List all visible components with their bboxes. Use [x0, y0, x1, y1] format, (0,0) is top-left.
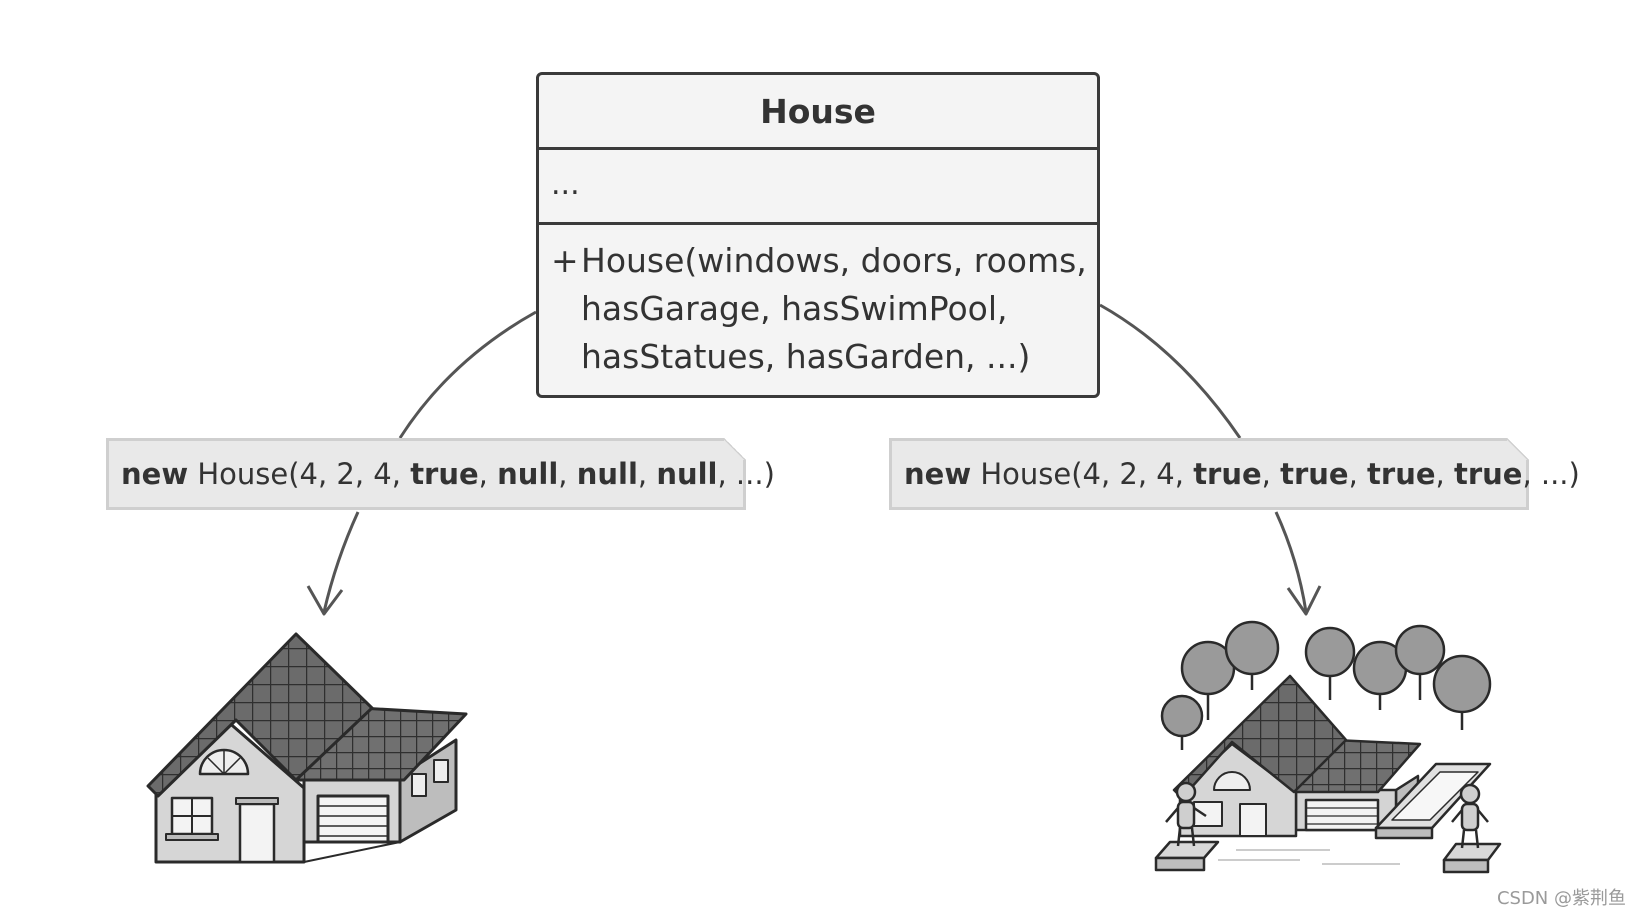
code-token: ,: [478, 457, 498, 491]
method-visibility: +: [551, 241, 579, 280]
keyword-token: true: [1280, 457, 1349, 491]
keyword-token: new: [904, 457, 972, 491]
watermark: CSDN @紫荆鱼: [1496, 888, 1626, 909]
note-fold-corner: [1507, 438, 1529, 460]
connector-right-upper: [1099, 303, 1242, 439]
signature-line: hasGarage, hasSwimPool,: [581, 289, 1008, 328]
connector-left-upper: [398, 310, 537, 439]
code-token: ,: [1261, 457, 1281, 491]
arrow-right-head: [1286, 585, 1322, 616]
keyword-token: null: [497, 457, 559, 491]
keyword-token: true: [1367, 457, 1436, 491]
code-token: , ...): [717, 457, 775, 491]
class-name: House: [539, 75, 1097, 150]
house-with-garden-pool-statues-icon: [1154, 620, 1502, 874]
statue-right: [1442, 783, 1502, 874]
constructor-signature: House(windows, doors, rooms, hasGarage, …: [581, 237, 1087, 381]
keyword-token: new: [121, 457, 189, 491]
note-right-constructor-call: new House(4, 2, 4, true, true, true, tru…: [889, 438, 1580, 510]
code-token: House(4, 2, 4,: [971, 457, 1194, 491]
keyword-token: true: [1193, 457, 1262, 491]
code-token: ,: [1435, 457, 1454, 491]
note-fold-corner: [724, 438, 746, 460]
class-fields: ...: [539, 150, 1097, 225]
code-token: ,: [558, 457, 577, 491]
statue-left: [1154, 781, 1220, 872]
arrow-right: [1274, 511, 1308, 613]
arrow-left-head: [306, 585, 344, 616]
code-token: , ...): [1522, 457, 1580, 491]
code-token: House(4, 2, 4,: [188, 457, 411, 491]
code-token: ,: [1348, 457, 1368, 491]
tree-cluster: [1160, 620, 1492, 750]
uml-class-box: House ... + House(windows, doors, rooms,…: [536, 72, 1100, 398]
note-left-text: new House(4, 2, 4, true, null, null, nul…: [121, 457, 775, 491]
keyword-token: null: [656, 457, 718, 491]
simple-house-with-garage-icon: [146, 632, 468, 864]
note-right-text: new House(4, 2, 4, true, true, true, tru…: [904, 457, 1580, 491]
note-left-constructor-call: new House(4, 2, 4, true, null, null, nul…: [106, 438, 775, 510]
arrow-left: [322, 511, 360, 613]
signature-line: hasStatues, hasGarden, ...): [581, 337, 1031, 376]
keyword-token: null: [576, 457, 638, 491]
class-methods: + House(windows, doors, rooms, hasGarage…: [539, 225, 1097, 381]
code-token: ,: [637, 457, 657, 491]
keyword-token: true: [1453, 457, 1523, 491]
signature-line: House(windows, doors, rooms,: [581, 241, 1087, 280]
keyword-token: true: [410, 457, 479, 491]
